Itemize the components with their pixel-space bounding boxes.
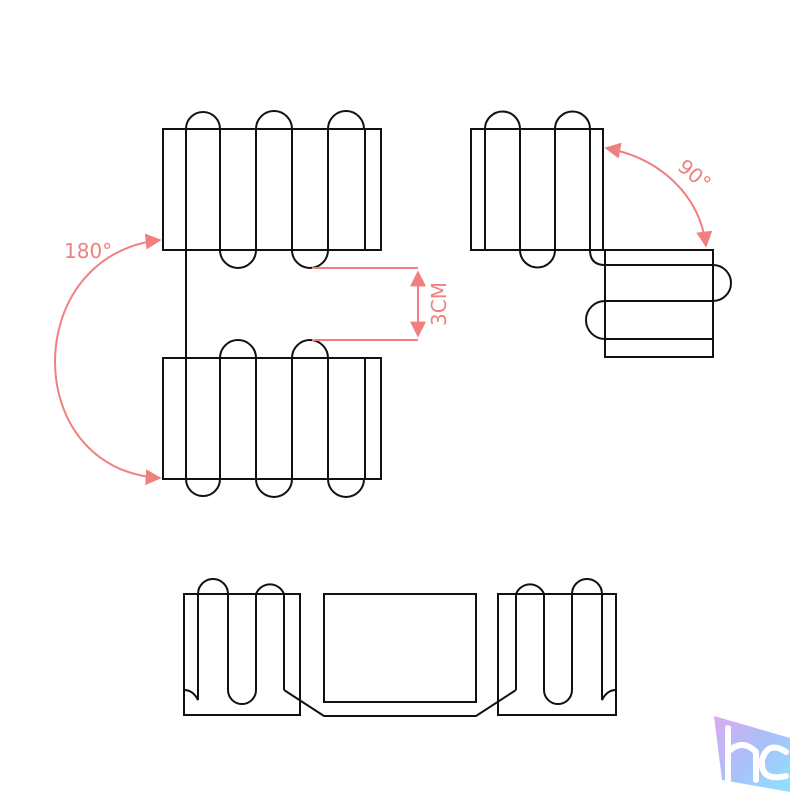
- angle-arc-180: [54, 233, 162, 486]
- dimension-90: 90°: [604, 142, 716, 248]
- element-180-bottom: [162, 339, 382, 498]
- angle-label-180: 180°: [64, 239, 112, 263]
- dimension-180: 180°: [54, 233, 162, 486]
- gap-label: 3CM: [427, 282, 451, 326]
- element-body-frame-right: [497, 593, 617, 716]
- element-body-frame-left: [183, 593, 301, 716]
- element-body-frame: [162, 128, 382, 251]
- heating-coil-lower: [585, 264, 732, 340]
- element-180-top: [162, 110, 382, 269]
- element-body-frame: [470, 128, 604, 251]
- unfolded-connecting-wire: [283, 689, 517, 717]
- heating-coil-upper: [484, 110, 591, 269]
- corner-bend: [589, 249, 606, 266]
- element-body-frame: [604, 249, 714, 358]
- angle-arc-90: [604, 142, 713, 248]
- center-plate: [323, 593, 477, 703]
- unfolded-view: [183, 578, 617, 717]
- element-90-upper: [470, 110, 604, 269]
- heating-coil-right: [515, 578, 617, 705]
- dimension-gap: 3CM: [312, 267, 451, 341]
- heating-coil-left: [183, 578, 285, 705]
- element-90-lower: [585, 249, 732, 358]
- heating-coil-bottom: [185, 339, 365, 498]
- element-body-frame: [162, 357, 382, 480]
- angle-label-90: 90°: [673, 154, 716, 195]
- hc-logo-icon: [714, 716, 790, 792]
- heating-coil-top: [185, 110, 365, 269]
